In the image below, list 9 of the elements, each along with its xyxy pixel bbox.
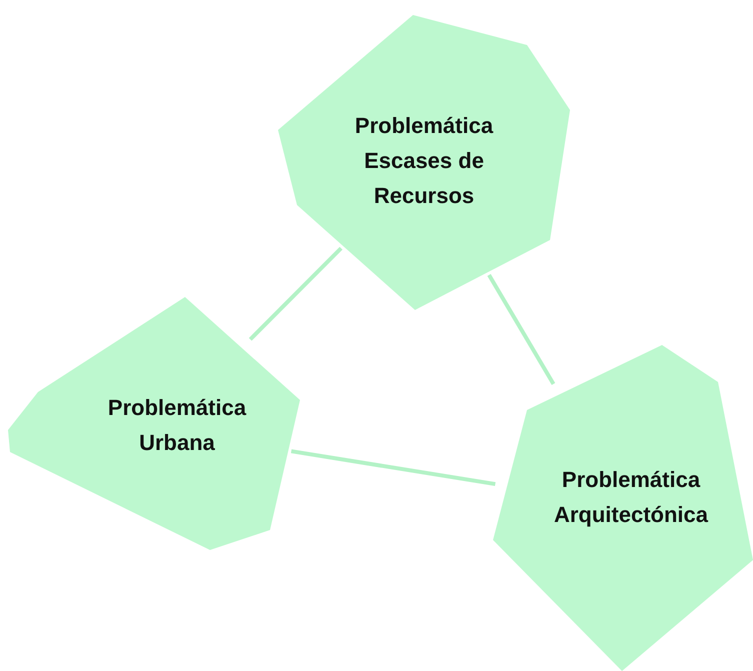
connector-line	[487, 274, 556, 385]
node-label: Problemática Escases de Recursos	[354, 112, 494, 210]
polygon-shape	[493, 345, 753, 671]
polygon-shape	[8, 297, 300, 550]
connector-line	[248, 246, 342, 341]
polygon-shape	[278, 15, 570, 310]
node-label: Problemática Urbana	[106, 394, 248, 457]
node-label: Problemática Arquitectónica	[552, 466, 710, 529]
connector-line	[290, 449, 496, 486]
